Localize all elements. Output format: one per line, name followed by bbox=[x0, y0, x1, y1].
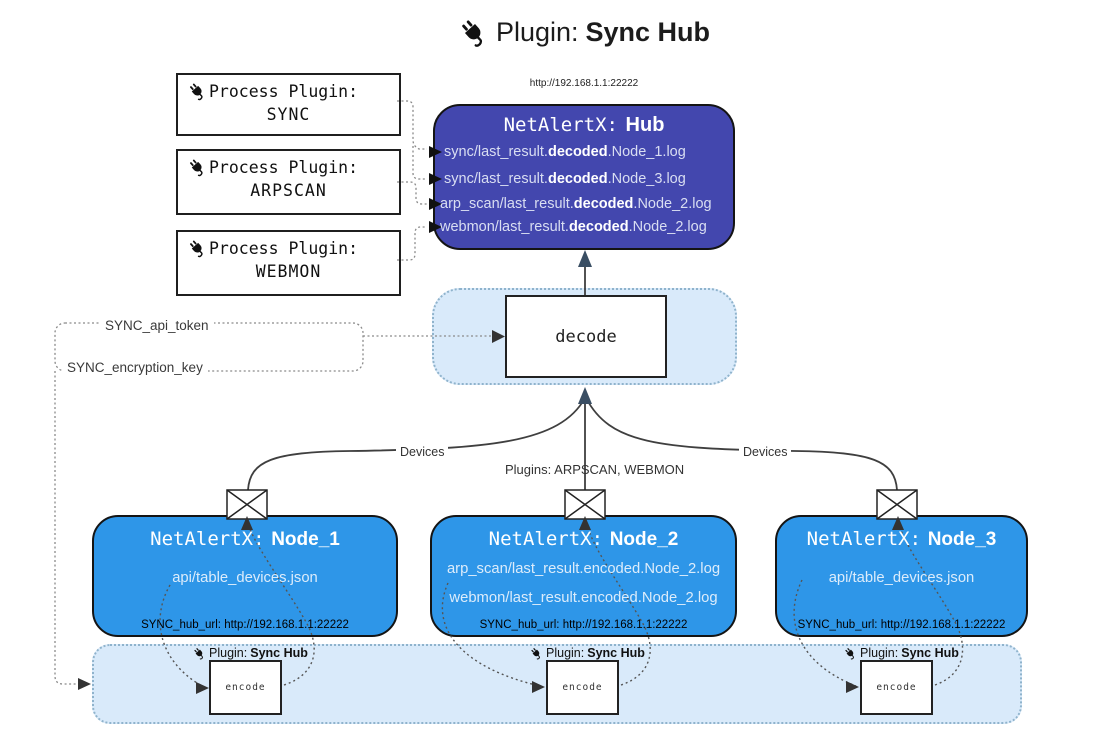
node2-title: NetAlertX:Node_2 bbox=[430, 528, 737, 551]
hub-log-row: sync/last_result.decoded.Node_3.log bbox=[444, 171, 734, 187]
hub-log-row: arp_scan/last_result.decoded.Node_2.log bbox=[440, 196, 730, 212]
log-pre: arp_scan/last_result. bbox=[440, 196, 574, 212]
process-plugin-sync: Process Plugin: SYNC bbox=[176, 73, 401, 136]
process-plugin-name: WEBMON bbox=[255, 262, 322, 281]
node2-file: webmon/last_result.encoded.Node_2.log bbox=[449, 590, 718, 606]
decode-box: decode bbox=[505, 295, 667, 378]
plug-icon bbox=[188, 239, 207, 258]
band-plugin-label-node2: Plugin: Sync Hub bbox=[530, 646, 645, 660]
decode-label: decode bbox=[555, 326, 617, 347]
log-post: .Node_1.log bbox=[607, 144, 686, 160]
encode-box-node1: encode bbox=[209, 660, 282, 715]
log-pre: sync/last_result. bbox=[444, 171, 548, 187]
log-bold: decoded bbox=[573, 196, 634, 212]
band-plugin-text: Plugin: bbox=[209, 646, 248, 660]
band-plugin-text: Plugin: bbox=[860, 646, 899, 660]
plug-icon bbox=[459, 18, 489, 48]
process-plugin-label-row: Process Plugin: bbox=[188, 158, 399, 177]
log-bold: decoded bbox=[568, 219, 629, 235]
band-plugin-name: Sync Hub bbox=[587, 646, 645, 660]
hub-node-box bbox=[433, 104, 735, 250]
title-label: Plugin: bbox=[495, 17, 579, 47]
node-title-name: Node_3 bbox=[927, 529, 997, 550]
page-title: Plugin: Sync Hub bbox=[26, 17, 1117, 48]
hub-title-name: Hub bbox=[625, 114, 665, 136]
hub-title-prefix: NetAlertX: bbox=[503, 114, 618, 136]
log-post: .Node_2.log bbox=[633, 196, 712, 212]
process-plugin-arpscan: Process Plugin: ARPSCAN bbox=[176, 149, 401, 215]
title-name: Sync Hub bbox=[585, 17, 711, 47]
log-post: .Node_2.log bbox=[628, 219, 707, 235]
node-title-prefix: NetAlertX: bbox=[806, 528, 922, 550]
plug-icon bbox=[193, 647, 206, 660]
encode-box-node2: encode bbox=[546, 660, 619, 715]
hub-log-row: sync/last_result.decoded.Node_1.log bbox=[444, 144, 734, 160]
log-post: .Node_3.log bbox=[607, 171, 686, 187]
encode-label: encode bbox=[225, 682, 266, 693]
process-plugin-webmon: Process Plugin: WEBMON bbox=[176, 230, 401, 296]
process-plugin-label-row: Process Plugin: bbox=[188, 82, 399, 101]
edge-label-plugins: Plugins: ARPSCAN, WEBMON bbox=[505, 462, 685, 477]
process-plugin-name: ARPSCAN bbox=[250, 181, 327, 200]
hub-url: http://192.168.1.1:22222 bbox=[529, 78, 639, 89]
log-pre: sync/last_result. bbox=[444, 144, 548, 160]
node-title-prefix: NetAlertX: bbox=[150, 528, 265, 550]
node3-hub-url: SYNC_hub_url: http://192.168.1.1:22222 bbox=[797, 619, 1006, 631]
band-plugin-name: Sync Hub bbox=[250, 646, 308, 660]
encode-label: encode bbox=[562, 682, 603, 693]
plug-icon bbox=[188, 82, 207, 101]
process-plugin-label: Process Plugin: bbox=[209, 158, 359, 177]
hub-log-row: webmon/last_result.decoded.Node_2.log bbox=[440, 219, 730, 235]
band-plugin-label-node3: Plugin: Sync Hub bbox=[844, 646, 959, 660]
encode-box-node3: encode bbox=[860, 660, 933, 715]
process-plugin-name: SYNC bbox=[266, 105, 311, 124]
process-plugin-label: Process Plugin: bbox=[209, 82, 359, 101]
edge-label-devices-right: Devices bbox=[739, 445, 792, 459]
log-bold: decoded bbox=[547, 171, 608, 187]
node1-file: api/table_devices.json bbox=[172, 570, 318, 586]
node3-title: NetAlertX:Node_3 bbox=[775, 528, 1028, 551]
node2-file: arp_scan/last_result.encoded.Node_2.log bbox=[446, 561, 721, 577]
node-title-prefix: NetAlertX: bbox=[488, 528, 604, 550]
log-bold: decoded bbox=[547, 144, 608, 160]
hub-title: NetAlertX: Hub bbox=[433, 114, 735, 137]
plug-icon bbox=[188, 158, 207, 177]
band-plugin-label-node1: Plugin: Sync Hub bbox=[193, 646, 308, 660]
plug-icon bbox=[844, 647, 857, 660]
node3-file: api/table_devices.json bbox=[828, 570, 975, 586]
process-plugin-label-row: Process Plugin: bbox=[188, 239, 399, 258]
sync-encryption-key-label: SYNC_encryption_key bbox=[62, 360, 208, 375]
node1-title: NetAlertX: Node_1 bbox=[92, 528, 398, 551]
sync-api-token-label: SYNC_api_token bbox=[100, 318, 214, 333]
encode-label: encode bbox=[876, 682, 917, 693]
node1-hub-url: SYNC_hub_url: http://192.168.1.1:22222 bbox=[141, 619, 349, 631]
node-title-name: Node_1 bbox=[271, 529, 340, 550]
band-plugin-name: Sync Hub bbox=[901, 646, 959, 660]
log-pre: webmon/last_result. bbox=[440, 219, 569, 235]
node1-box bbox=[92, 515, 398, 637]
node2-hub-url: SYNC_hub_url: http://192.168.1.1:22222 bbox=[479, 619, 688, 631]
band-plugin-text: Plugin: bbox=[546, 646, 585, 660]
edge-label-devices-left: Devices bbox=[396, 445, 449, 459]
node-title-name: Node_2 bbox=[609, 529, 679, 550]
plug-icon bbox=[530, 647, 543, 660]
process-plugin-label: Process Plugin: bbox=[209, 239, 359, 258]
